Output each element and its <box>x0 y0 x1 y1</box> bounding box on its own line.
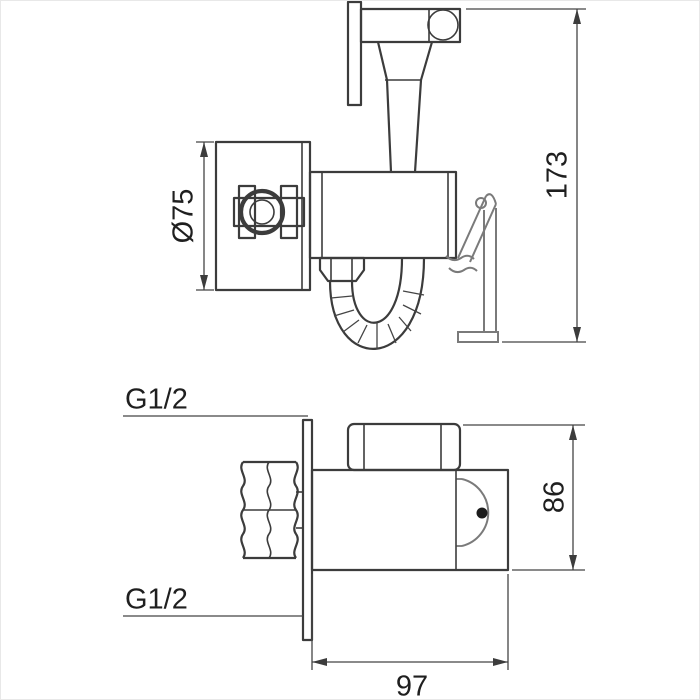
dimension-label-thread-bottom: G1/2 <box>125 584 188 616</box>
holder-plan <box>456 478 490 547</box>
dimension-label-depth: 86 <box>539 481 571 513</box>
sprayer-handle <box>376 41 434 173</box>
hose-nut <box>318 256 366 283</box>
mounting-dot <box>476 507 488 519</box>
sprayer-head <box>346 0 462 107</box>
hose-loop <box>328 257 426 350</box>
sprayer-head-plan <box>346 422 462 472</box>
control-knob <box>232 184 306 240</box>
holder-bracket <box>445 193 499 343</box>
plan-view: G1/2 <box>123 384 585 700</box>
dimension-width: 97 <box>311 574 509 700</box>
dimension-thread-bottom: G1/2 <box>123 584 303 617</box>
dimension-label-width: 97 <box>396 671 428 700</box>
dimension-label-thread-top: G1/2 <box>125 384 188 416</box>
dimension-label-plate-diameter: Ø75 <box>168 189 200 244</box>
dimension-overall-height: 173 <box>466 8 586 343</box>
dimension-plate-diameter: Ø75 <box>168 141 214 291</box>
wall-plate-edge <box>301 418 314 642</box>
valve-body-plan <box>310 468 510 572</box>
dimension-depth: 86 <box>463 424 585 571</box>
dimension-thread-top: G1/2 <box>123 384 308 417</box>
front-view: Ø75 173 <box>168 0 586 350</box>
valve-body <box>308 170 458 260</box>
threaded-connector <box>240 460 303 560</box>
dimension-label-overall-height: 173 <box>542 151 574 199</box>
